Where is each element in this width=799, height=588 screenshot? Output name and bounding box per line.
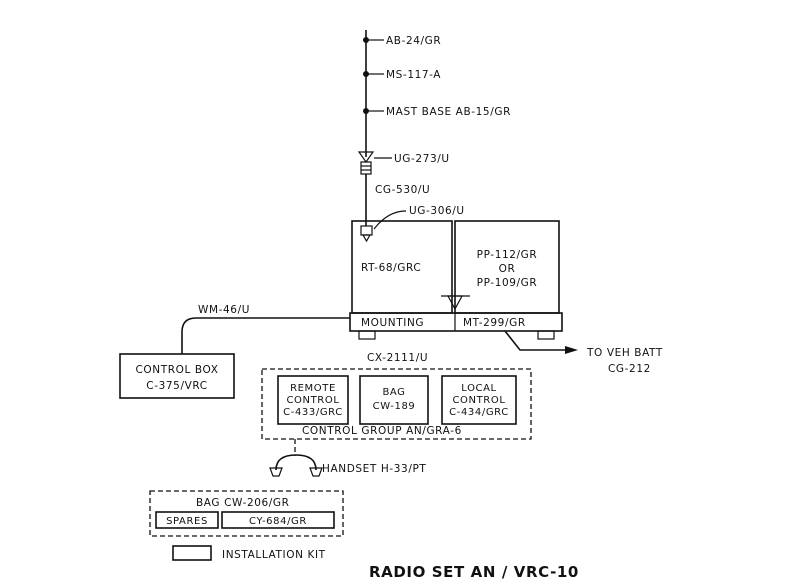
control-group-label: CONTROL GROUP AN/GRA-6 (302, 425, 462, 437)
handset-label: HANDSET H-33/PT (322, 463, 426, 475)
wm46-cable (181, 317, 350, 354)
bag-cw206-label: BAG CW-206/GR (196, 497, 290, 509)
ms117-label: MS-117-A (386, 69, 441, 81)
installation-kit-label: INSTALLATION KIT (222, 549, 326, 561)
cy684-box (221, 511, 335, 529)
power-line3: PP-109/GR (477, 277, 538, 289)
control-box-line2: C-375/VRC (146, 380, 207, 392)
power-line1: PP-112/GR (477, 249, 538, 261)
mast-base-junction (363, 108, 369, 114)
mounting-label-right: MT-299/GR (463, 317, 526, 329)
antenna-assembly: AB-24/GR MS-117-A MAST BASE AB-15/GR UG-… (357, 30, 511, 243)
remote-control-line2: CONTROL (286, 395, 339, 406)
mounting-tray (349, 312, 563, 332)
spares-box (155, 511, 219, 529)
ab24-label: AB-24/GR (386, 35, 441, 47)
cx2111-label: CX-2111/U (367, 352, 428, 364)
remote-control-line1: REMOTE (290, 383, 336, 394)
bag-cw189-box (359, 375, 429, 425)
battery-line1: TO VEH BATT (586, 347, 663, 359)
power-line2: OR (499, 263, 516, 275)
ug273-label: UG-273/U (394, 153, 450, 165)
ug306-connector-icon (360, 225, 373, 243)
wm46-label: WM-46/U (198, 304, 250, 316)
cx2111-cable (504, 330, 565, 351)
local-control-line3: C-434/GRC (449, 407, 509, 418)
handset-icon (269, 454, 323, 477)
mounting-foot-left (358, 330, 376, 340)
control-box (119, 353, 235, 399)
bag-cw189-line1: BAG (382, 387, 405, 398)
installation-kit-legend-icon (172, 545, 212, 561)
local-control-box (441, 375, 517, 425)
control-box-line1: CONTROL BOX (135, 364, 218, 376)
mounting-label-left: MOUNTING (361, 317, 424, 329)
ug306-leader (373, 210, 407, 230)
local-control-line1: LOCAL (461, 383, 496, 394)
battery-line2: CG-212 (608, 363, 651, 375)
local-control-line2: CONTROL (452, 395, 505, 406)
remote-control-box (277, 375, 349, 425)
ms117-junction (363, 71, 369, 77)
ab24-junction (363, 37, 369, 43)
diagram-title: RADIO SET AN / VRC-10 (369, 563, 579, 581)
mast-base-label: MAST BASE AB-15/GR (386, 106, 511, 118)
cg530-label: CG-530/U (375, 184, 430, 196)
bag-cw206-outline (149, 490, 344, 537)
bag-cw189-line2: CW-189 (373, 401, 416, 412)
control-group-outline (261, 368, 532, 440)
inter-unit-connector-icon (441, 295, 470, 311)
spares-label: SPARES (166, 516, 208, 527)
rt68-label: RT-68/GRC (361, 262, 421, 274)
remote-control-line3: C-433/GRC (283, 407, 343, 418)
mounting-foot-right (537, 330, 555, 340)
cy684-label: CY-684/GR (249, 516, 307, 527)
battery-arrow-icon (565, 346, 578, 354)
ug306-label: UG-306/U (409, 205, 465, 217)
